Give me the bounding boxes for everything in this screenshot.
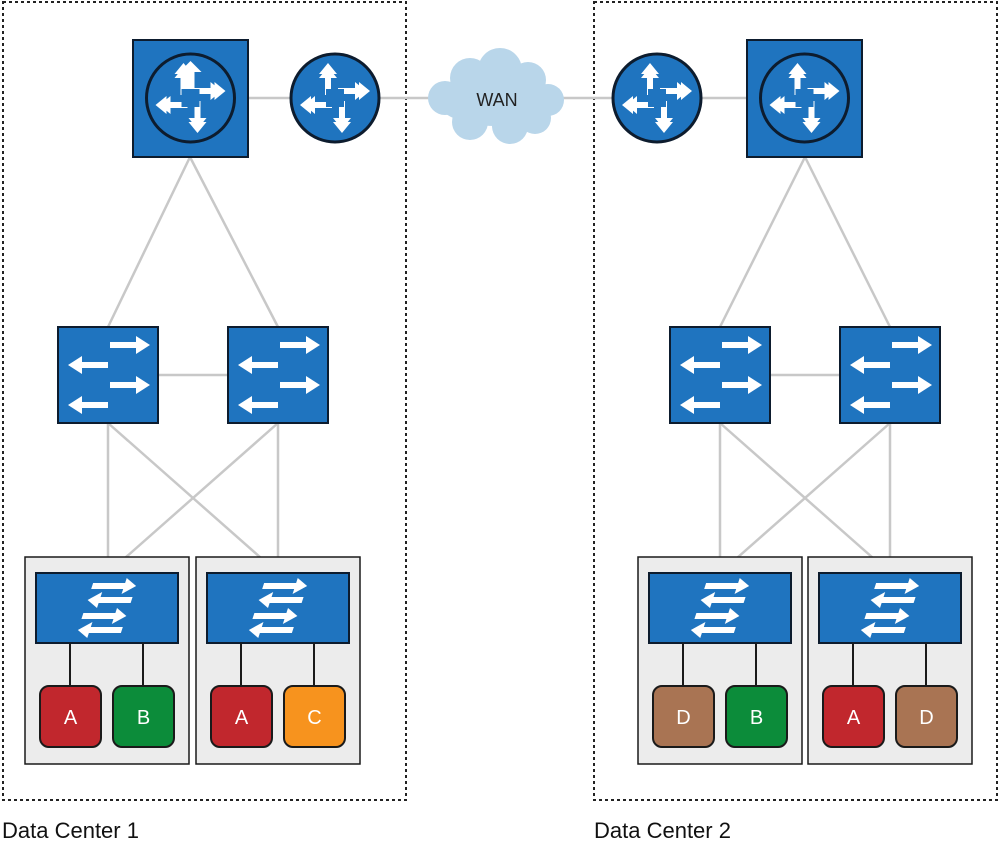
switch-icon bbox=[238, 336, 320, 414]
tor-switch-icon bbox=[860, 578, 920, 638]
switch-icon bbox=[68, 336, 150, 414]
tor-switch bbox=[206, 572, 350, 644]
tor-switch-icon bbox=[248, 578, 308, 638]
switch-icon bbox=[680, 336, 762, 414]
datacenter-1-label: Data Center 1 bbox=[2, 818, 139, 843]
tor-switch-icon bbox=[77, 578, 137, 638]
switch-arrow-icons bbox=[68, 336, 932, 414]
vm-label: B bbox=[137, 707, 150, 729]
vm-d: D bbox=[895, 685, 958, 748]
vm-a: A bbox=[822, 685, 885, 748]
router-icon bbox=[622, 63, 692, 133]
router-icon bbox=[769, 63, 840, 133]
tor-switch bbox=[35, 572, 179, 644]
vm-d: D bbox=[652, 685, 715, 748]
tor-switch bbox=[818, 572, 962, 644]
vm-label: A bbox=[847, 707, 861, 729]
links bbox=[106, 96, 892, 574]
wan-label: WAN bbox=[476, 90, 517, 110]
vm-label: C bbox=[307, 707, 321, 729]
switch-icon bbox=[850, 336, 932, 414]
tor-switch-icon bbox=[690, 578, 750, 638]
datacenter-2-label: Data Center 2 bbox=[594, 818, 731, 843]
router-arrow-icons bbox=[155, 63, 840, 133]
tor-switch bbox=[648, 572, 792, 644]
vm-a: A bbox=[210, 685, 273, 748]
vm-b: B bbox=[725, 685, 788, 748]
wan-cloud: WAN bbox=[428, 48, 564, 144]
vm-label: D bbox=[676, 707, 690, 729]
vm-b: B bbox=[112, 685, 175, 748]
router-icon bbox=[300, 63, 370, 133]
vm-c: C bbox=[283, 685, 346, 748]
vm-label: A bbox=[64, 707, 78, 729]
vm-label: D bbox=[919, 707, 933, 729]
vm-a: A bbox=[39, 685, 102, 748]
router-icon bbox=[155, 63, 226, 133]
vm-label: A bbox=[235, 707, 249, 729]
vm-label: B bbox=[750, 707, 763, 729]
